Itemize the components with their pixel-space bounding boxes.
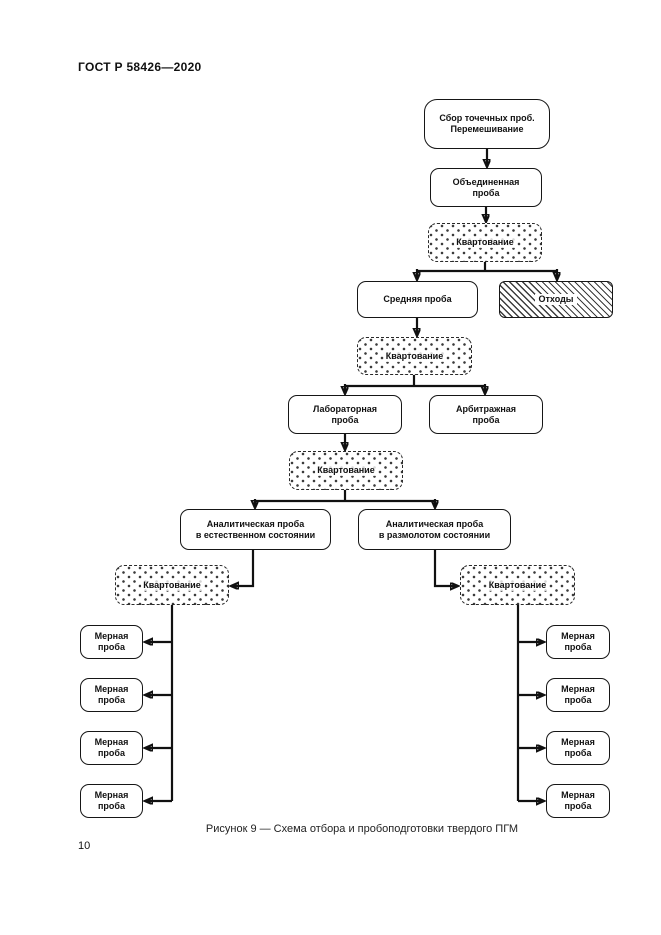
- node-analytical-milled: Аналитическая проба в размолотом состоян…: [358, 509, 511, 550]
- node-quartering-right: Квартование: [460, 565, 575, 605]
- connectors: [145, 149, 558, 801]
- node-label: в размолотом состоянии: [378, 529, 491, 540]
- node-label: Сбор точечных проб.: [439, 113, 535, 123]
- node-measured-sample-left-3: Мерная проба: [80, 731, 143, 765]
- node-analytical-natural: Аналитическая проба в естественном состо…: [180, 509, 331, 550]
- node-measured-sample-left-1: Мерная проба: [80, 625, 143, 659]
- node-label: проба: [331, 414, 359, 425]
- node-average-sample: Средняя проба: [357, 281, 478, 318]
- edge-natural-quartering-left: [231, 550, 255, 586]
- node-label: Квартование: [454, 237, 516, 248]
- node-label: проба: [564, 642, 592, 652]
- node-label: проба: [564, 801, 592, 811]
- node-combined-sample: Объединенная проба: [430, 168, 542, 207]
- node-label: Мерная: [561, 737, 595, 747]
- node-label: проба: [564, 748, 592, 758]
- node-quartering-3: Квартование: [289, 451, 403, 490]
- node-label: Отходы: [534, 294, 578, 305]
- node-label: Мерная: [561, 684, 595, 694]
- node-laboratory-sample: Лабораторная проба: [288, 395, 402, 434]
- node-quartering-left: Квартование: [115, 565, 229, 605]
- node-quartering-1: Квартование: [428, 223, 542, 262]
- node-label: Средняя проба: [383, 294, 452, 304]
- node-label: Объединенная: [452, 176, 520, 187]
- node-measured-sample-left-2: Мерная проба: [80, 678, 143, 712]
- node-label: проба: [472, 187, 500, 198]
- node-label: Арбитражная: [455, 403, 517, 414]
- node-label: Мерная: [94, 790, 129, 800]
- figure-caption: Рисунок 9 — Схема отбора и пробоподготов…: [205, 823, 519, 835]
- node-measured-sample-right-3: Мерная проба: [546, 731, 610, 765]
- node-label: Аналитическая проба: [206, 518, 305, 529]
- node-measured-sample-right-4: Мерная проба: [546, 784, 610, 818]
- node-label: проба: [472, 414, 500, 425]
- node-label: Аналитическая проба: [385, 518, 484, 529]
- node-waste: Отходы: [499, 281, 613, 318]
- node-label: Квартование: [141, 579, 203, 591]
- page-number: 10: [78, 840, 91, 852]
- node-label: проба: [564, 695, 592, 705]
- node-measured-sample-left-4: Мерная проба: [80, 784, 143, 818]
- node-collect-mixing: Сбор точечных проб. Перемешивание: [424, 99, 550, 149]
- node-label: Мерная: [94, 684, 129, 694]
- node-measured-sample-right-2: Мерная проба: [546, 678, 610, 712]
- node-label: Мерная: [94, 631, 129, 641]
- node-label: Квартование: [315, 465, 377, 476]
- node-label: проба: [98, 642, 125, 652]
- node-label: в естественном состоянии: [195, 529, 316, 540]
- node-measured-sample-right-1: Мерная проба: [546, 625, 610, 659]
- node-label: проба: [98, 695, 125, 705]
- node-label: проба: [98, 801, 125, 811]
- edge-milled-quartering-right: [433, 550, 458, 586]
- node-arbitration-sample: Арбитражная проба: [429, 395, 543, 434]
- node-label: Квартование: [486, 579, 549, 591]
- node-label: Лабораторная: [312, 403, 378, 414]
- document-header: ГОСТ Р 58426—2020: [78, 60, 202, 74]
- node-label: Квартование: [383, 350, 446, 362]
- node-label: Перемешивание: [450, 124, 524, 134]
- node-label: проба: [98, 748, 125, 758]
- node-quartering-2: Квартование: [357, 337, 472, 375]
- node-label: Мерная: [561, 631, 595, 641]
- node-label: Мерная: [561, 790, 595, 800]
- node-label: Мерная: [94, 737, 129, 747]
